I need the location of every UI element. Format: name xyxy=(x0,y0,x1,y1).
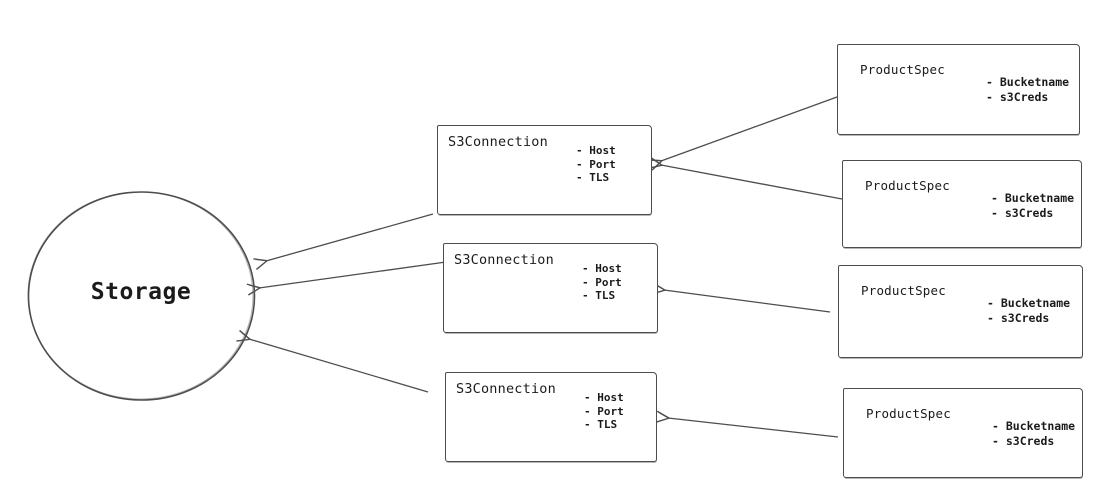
storage-node-label: Storage xyxy=(90,279,192,305)
s3connection-node-1: S3Connection - Host - Port - TLS xyxy=(437,125,652,215)
attribute-tls: - TLS xyxy=(582,289,616,302)
attribute-bucketname: - Bucketname xyxy=(986,75,1070,89)
storage-circle xyxy=(27,191,256,401)
s3connection-attributes: - Host - Port - TLS xyxy=(576,144,616,185)
attribute-host: - Host xyxy=(582,262,622,275)
attribute-port: - Port xyxy=(576,157,616,171)
edge-productspec2-to-s3connection1 xyxy=(661,165,843,200)
s3connection-attributes: - Host - Port - TLS xyxy=(582,262,622,303)
productspec-node-4: ProductSpec - Bucketname - s3Creds xyxy=(843,388,1083,478)
s3connection-node-2: S3Connection - Host - Port - TLS xyxy=(443,243,658,333)
edge-s3connection2-to-storage xyxy=(259,261,447,288)
attribute-bucketname: - Bucketname xyxy=(992,419,1076,433)
attribute-tls: - TLS xyxy=(576,171,610,184)
attribute-s3creds: - s3Creds xyxy=(986,90,1049,104)
productspec-title: ProductSpec xyxy=(861,283,946,298)
storage-circle-sketch-stroke xyxy=(27,191,254,400)
attribute-port: - Port xyxy=(582,275,622,289)
attribute-bucketname: - Bucketname xyxy=(991,191,1075,205)
edge-productspec4-to-s3connection3 xyxy=(668,418,839,438)
s3connection-title: S3Connection xyxy=(448,134,548,150)
productspec-attributes: - Bucketname - s3Creds xyxy=(986,75,1069,105)
productspec-title: ProductSpec xyxy=(865,178,950,193)
edge-productspec3-to-s3connection2 xyxy=(664,290,831,313)
edge-s3connection3-to-storage xyxy=(249,339,429,393)
attribute-bucketname: - Bucketname xyxy=(987,296,1071,310)
attribute-s3creds: - s3Creds xyxy=(991,206,1054,220)
edge-s3connection1-to-storage xyxy=(266,213,434,261)
attribute-tls: - TLS xyxy=(584,418,618,431)
productspec-node-2: ProductSpec - Bucketname - s3Creds xyxy=(842,160,1082,248)
productspec-node-3: ProductSpec - Bucketname - s3Creds xyxy=(838,265,1083,358)
productspec-title: ProductSpec xyxy=(866,406,951,421)
productspec-attributes: - Bucketname - s3Creds xyxy=(991,191,1074,221)
attribute-port: - Port xyxy=(584,404,624,418)
attribute-host: - Host xyxy=(584,391,624,404)
s3connection-title: S3Connection xyxy=(454,252,554,268)
attribute-host: - Host xyxy=(576,144,616,157)
productspec-title: ProductSpec xyxy=(860,62,945,77)
s3connection-title: S3Connection xyxy=(456,381,556,397)
productspec-attributes: - Bucketname - s3Creds xyxy=(987,296,1070,326)
attribute-s3creds: - s3Creds xyxy=(987,311,1050,325)
s3connection-node-3: S3Connection - Host - Port - TLS xyxy=(445,372,657,462)
productspec-attributes: - Bucketname - s3Creds xyxy=(992,419,1075,449)
attribute-s3creds: - s3Creds xyxy=(992,434,1055,448)
s3connection-attributes: - Host - Port - TLS xyxy=(584,391,624,432)
productspec-node-1: ProductSpec - Bucketname - s3Creds xyxy=(837,44,1080,135)
edge-productspec1-to-s3connection1 xyxy=(661,96,838,161)
